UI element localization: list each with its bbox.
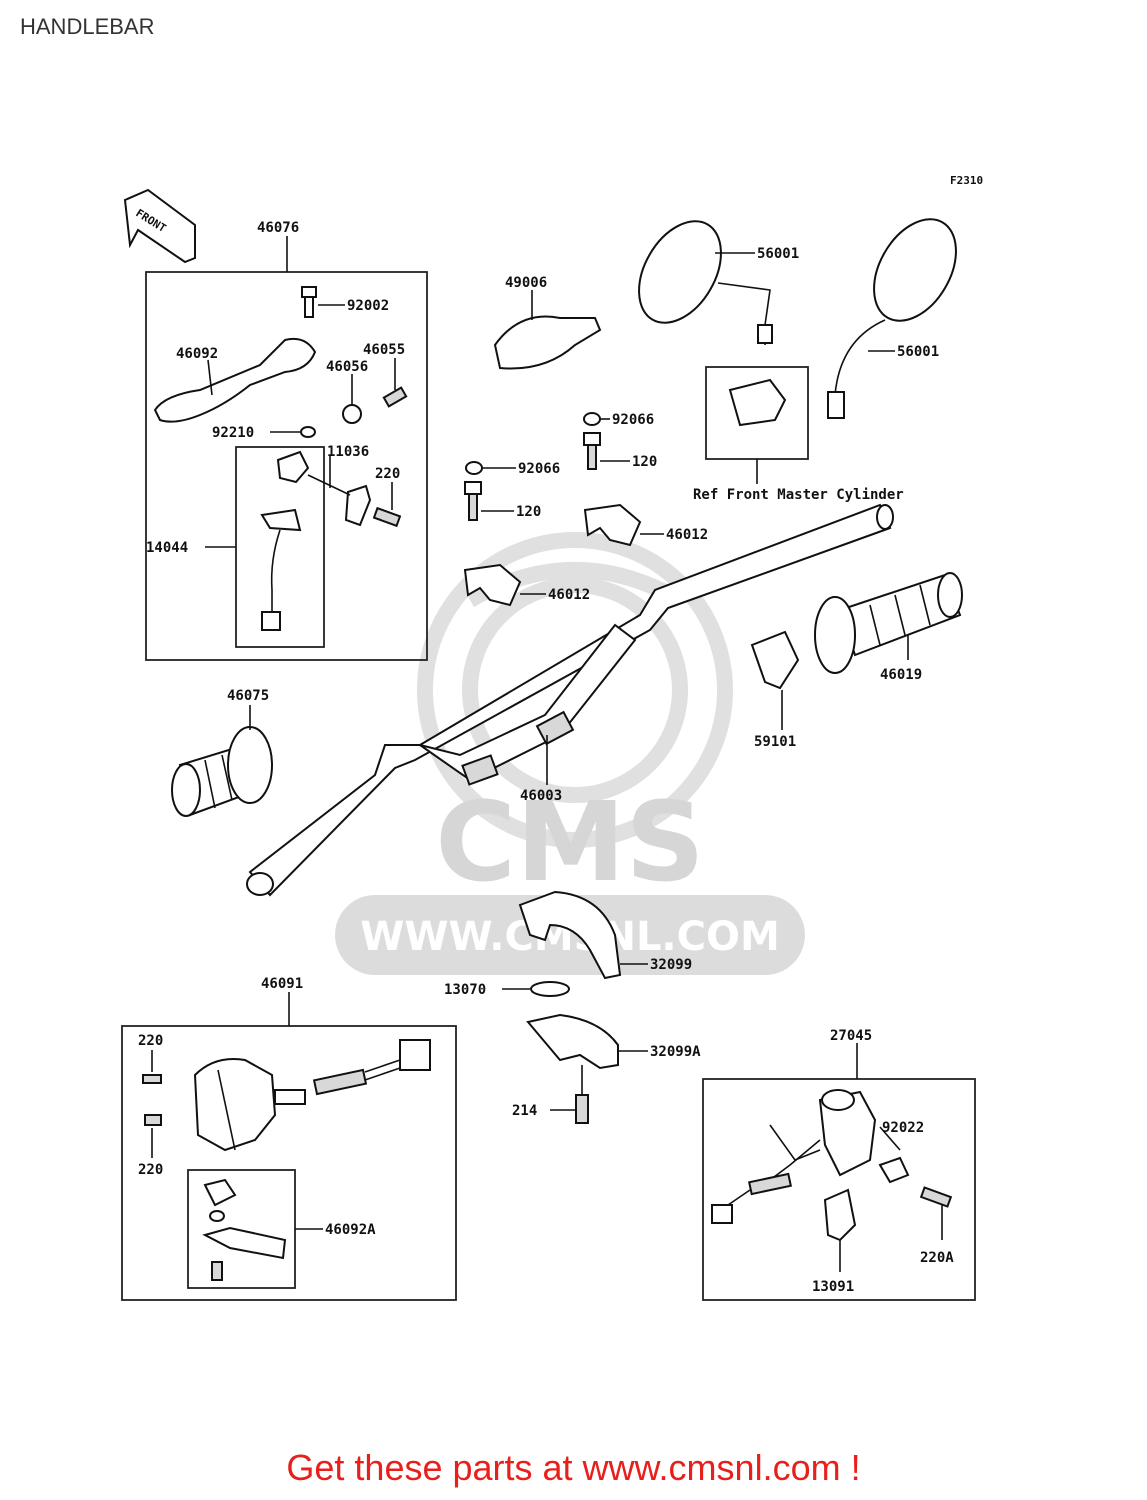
front-arrow-icon: FRONT bbox=[123, 188, 196, 264]
mirror-left-56001 bbox=[827, 218, 957, 419]
washer-92066-b bbox=[465, 461, 483, 475]
screw-46055 bbox=[382, 386, 408, 408]
mirror-right-56001 bbox=[638, 220, 773, 345]
callout-92002: 92002 bbox=[347, 298, 389, 314]
callout-46076: 46076 bbox=[257, 220, 299, 236]
callout-92022: 92022 bbox=[882, 1120, 924, 1136]
clamp-46012-a bbox=[583, 503, 642, 547]
callout-27045: 27045 bbox=[830, 1028, 872, 1044]
callout-46091: 46091 bbox=[261, 976, 303, 992]
callout-46019: 46019 bbox=[880, 667, 922, 683]
callout-214: 214 bbox=[512, 1103, 537, 1119]
bolt-92002 bbox=[301, 286, 317, 318]
handlebar-switch-46091 bbox=[193, 1039, 431, 1152]
lever-46092A bbox=[202, 1226, 287, 1260]
washer-92210 bbox=[300, 426, 316, 438]
washer-92066-a bbox=[583, 412, 601, 426]
callout-46055: 46055 bbox=[363, 342, 405, 358]
callout-46092: 46092 bbox=[176, 346, 218, 362]
screw-220-l2 bbox=[144, 1114, 162, 1126]
brake-switch-box bbox=[702, 1078, 976, 1301]
callout-49006: 49006 bbox=[505, 275, 547, 291]
clamp-13091 bbox=[823, 1188, 857, 1242]
clamp-46012-b bbox=[463, 563, 522, 607]
throttle-grip-46019 bbox=[814, 572, 963, 674]
bushing-13070 bbox=[530, 981, 570, 997]
callout-59101: 59101 bbox=[754, 734, 796, 750]
callout-92210: 92210 bbox=[212, 425, 254, 441]
bracket-92022 bbox=[878, 1156, 910, 1184]
screw-220-l1 bbox=[142, 1074, 162, 1084]
switch-connector bbox=[261, 611, 281, 631]
callout-220-l1: 220 bbox=[138, 1033, 163, 1049]
throttle-housing-59101 bbox=[750, 630, 800, 690]
switch-bracket bbox=[260, 508, 302, 532]
screw-220A bbox=[919, 1186, 953, 1208]
holder-32099A bbox=[526, 1013, 619, 1070]
page-title: HANDLEBAR bbox=[20, 14, 155, 39]
lever-holder-11036 bbox=[276, 450, 310, 484]
watermark-brand: CMS bbox=[435, 778, 704, 906]
screw-220-top bbox=[372, 506, 402, 528]
callout-13070: 13070 bbox=[444, 982, 486, 998]
callout-46056: 46056 bbox=[326, 359, 368, 375]
callout-46012-a: 46012 bbox=[666, 527, 708, 543]
callout-14044: 14044 bbox=[146, 540, 188, 556]
bolt-120-a bbox=[583, 432, 601, 446]
callout-11036: 11036 bbox=[327, 444, 369, 460]
callout-46012-b: 46012 bbox=[548, 587, 590, 603]
hand-guard-49006 bbox=[493, 315, 602, 370]
callout-220A: 220A bbox=[920, 1250, 954, 1266]
callout-13091: 13091 bbox=[812, 1279, 854, 1295]
callout-56001-a: 56001 bbox=[757, 246, 799, 262]
callout-46092A: 46092A bbox=[325, 1222, 376, 1238]
callout-120-a: 120 bbox=[632, 454, 657, 470]
lever-pivot bbox=[203, 1178, 237, 1207]
nut-46056 bbox=[342, 404, 362, 424]
bolt-214 bbox=[575, 1094, 589, 1124]
callout-120-b: 120 bbox=[516, 504, 541, 520]
callout-32099: 32099 bbox=[650, 957, 692, 973]
brake-switch-27045 bbox=[711, 1089, 877, 1224]
callout-92066-b: 92066 bbox=[518, 461, 560, 477]
left-grip-46075 bbox=[171, 726, 273, 817]
callout-46075: 46075 bbox=[227, 688, 269, 704]
clutch-lever bbox=[153, 337, 317, 423]
callout-ref-master-cylinder: Ref Front Master Cylinder bbox=[693, 487, 904, 503]
bolt-120-b bbox=[464, 481, 482, 495]
callout-220-l2: 220 bbox=[138, 1162, 163, 1178]
handlebar-46003 bbox=[246, 503, 894, 897]
lever-subassembly-box bbox=[187, 1169, 296, 1289]
callout-46003: 46003 bbox=[520, 788, 562, 804]
figure-code: F2310 bbox=[950, 174, 983, 187]
callout-92066-a: 92066 bbox=[612, 412, 654, 428]
callout-220-top: 220 bbox=[375, 466, 400, 482]
promo-link[interactable]: Get these parts at www.cmsnl.com ! bbox=[286, 1447, 861, 1488]
holder-32099 bbox=[518, 890, 622, 980]
callout-56001-b: 56001 bbox=[897, 344, 939, 360]
callout-32099A: 32099A bbox=[650, 1044, 701, 1060]
